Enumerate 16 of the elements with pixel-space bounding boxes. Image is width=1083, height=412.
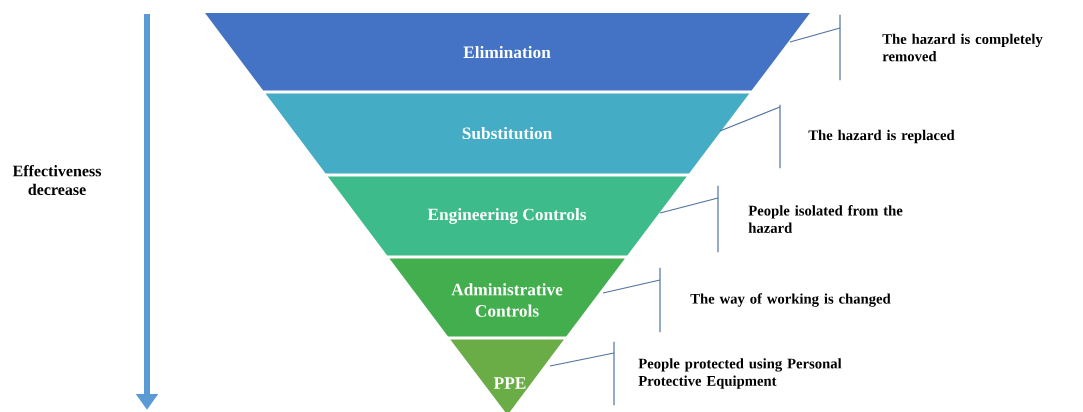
leader-line: [719, 106, 781, 132]
leader-line: [549, 352, 615, 367]
bracketed-callout: The way of working is changed: [659, 267, 891, 333]
pyramid-band: Administrative Controls: [389, 258, 625, 337]
leader-line: [602, 279, 661, 294]
bracketed-callout: People isolated from the hazard: [717, 185, 903, 253]
leader-line: [659, 197, 719, 214]
pyramid-band: PPE: [450, 339, 564, 412]
pyramid-band: Engineering Controls: [327, 176, 687, 256]
bracketed-callout: The hazard is completely removed: [839, 14, 1043, 81]
bracketed-callout: People protected using Personal Protective Equipment: [613, 341, 842, 406]
pyramid-band: Substitution: [265, 93, 750, 174]
pyramid-band: Elimination: [205, 13, 810, 91]
bracketed-callout: The hazard is replaced: [779, 104, 955, 169]
axis-label: Effectiveness decrease: [12, 164, 102, 196]
leader-line: [789, 27, 841, 43]
